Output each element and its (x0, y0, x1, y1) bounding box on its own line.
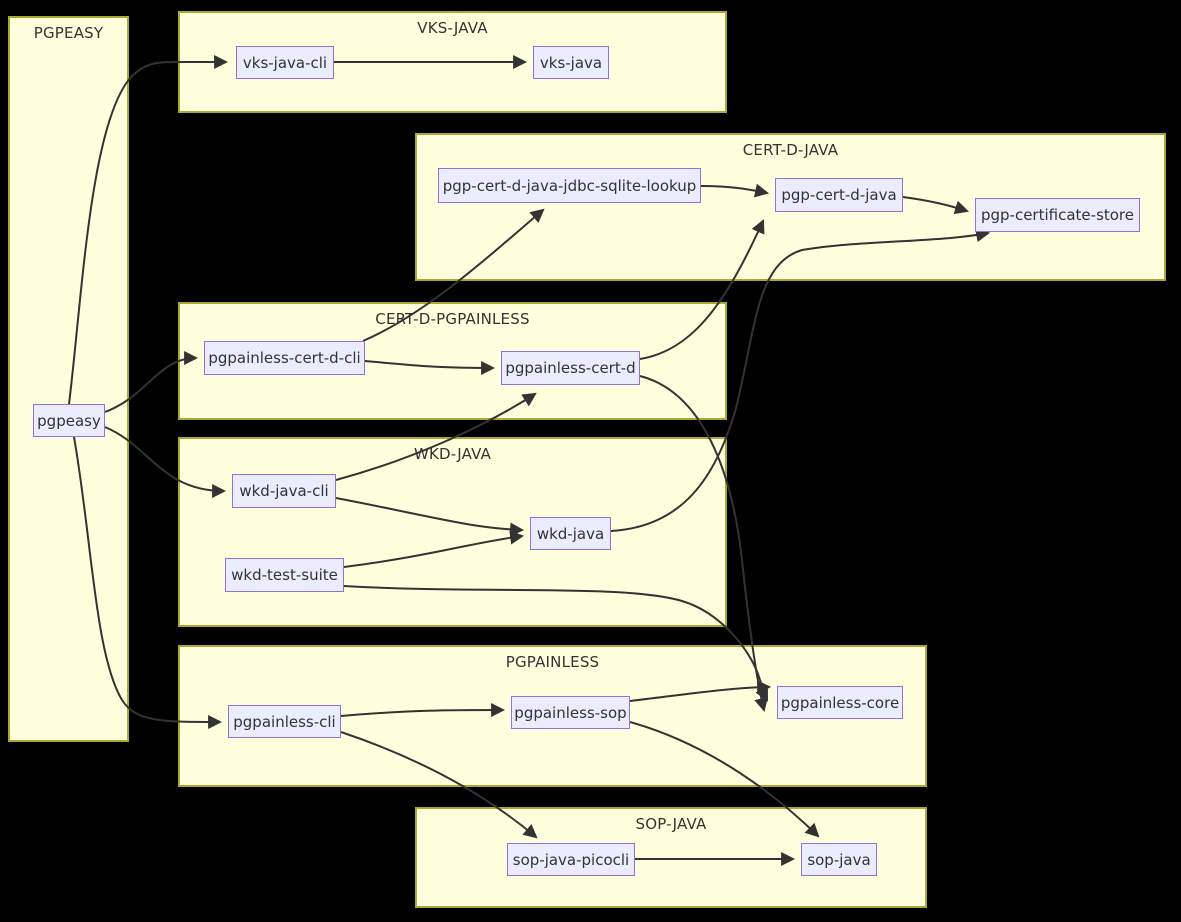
node-pgpainless-cert-d-cli: pgpainless-cert-d-cli (204, 341, 365, 375)
edge-jdbc-lookup-to-pgp-cert-d-java (700, 183, 770, 198)
group-cert-d-java-title: CERT-D-JAVA (742, 141, 839, 159)
node-wkd-java: wkd-java (530, 517, 611, 550)
edge-pgpeasy-to-pgpainless-cert-d-cli (104, 351, 199, 413)
node-wkd-java-cli: wkd-java-cli (232, 474, 336, 508)
group-pgpeasy-title: PGPEASY (33, 24, 104, 42)
group-pgpeasy: PGPEASY (8, 16, 129, 742)
edge-wkd-java-cli-to-pgpainless-cert-d (335, 392, 537, 481)
edge-pgpainless-cert-d-to-pgp-cert-d-java (639, 219, 765, 360)
node-sop-java-picocli: sop-java-picocli (507, 843, 635, 876)
node-pgp-cert-d-java-jdbc-sqlite-lookup: pgp-cert-d-java-jdbc-sqlite-lookup (438, 168, 701, 203)
edge-wkd-java-cli-to-wkd-java (335, 497, 525, 537)
node-pgpainless-cert-d: pgpainless-cert-d (501, 351, 640, 385)
edge-pgpainless-cert-d-cli-to-pgpainless-cert-d (364, 360, 496, 375)
node-pgpainless-core: pgpainless-core (777, 686, 903, 719)
node-vks-java-cli: vks-java-cli (236, 46, 334, 79)
node-pgp-cert-d-java: pgp-cert-d-java (775, 178, 903, 212)
group-pgpainless-title: PGPAINLESS (505, 653, 600, 671)
edge-pgpeasy-to-vks-java-cli (68, 55, 229, 405)
group-cert-d-pgpainless-title: CERT-D-PGPAINLESS (375, 310, 530, 328)
edge-pgpainless-sop-to-pgpainless-core (629, 680, 772, 702)
edge-pgpainless-cert-d-cli-to-jdbc-lookup (362, 208, 545, 342)
group-sop-java-title: SOP-JAVA (635, 815, 707, 833)
group-wkd-java-title: WKD-JAVA (413, 445, 492, 463)
group-vks-java-title: VKS-JAVA (417, 19, 488, 37)
group-wkd-java: WKD-JAVA (178, 437, 727, 627)
node-pgpeasy: pgpeasy (33, 404, 105, 437)
node-pgpainless-sop: pgpainless-sop (511, 696, 630, 729)
edge-pgpainless-cli-to-pgpainless-sop (340, 703, 506, 718)
node-wkd-test-suite: wkd-test-suite (225, 558, 344, 592)
node-sop-java: sop-java (801, 843, 877, 876)
edge-wkd-test-suite-to-pgpainless-core (343, 585, 768, 702)
edge-pgpainless-sop-to-sop-java (629, 721, 820, 838)
node-pgp-certificate-store: pgp-certificate-store (975, 198, 1140, 232)
node-vks-java: vks-java (533, 46, 609, 79)
edge-wkd-test-suite-to-wkd-java (343, 530, 525, 568)
edge-pgpainless-cli-to-sop-java-picocli (340, 731, 538, 839)
edge-pgpeasy-to-wkd-java-cli (104, 426, 227, 498)
node-pgpainless-cli: pgpainless-cli (228, 705, 341, 738)
edge-wkd-java-to-pgp-certificate-store (610, 228, 991, 532)
edge-pgpeasy-to-pgpainless-cli (73, 436, 223, 729)
edge-pgpainless-cert-d-to-pgpainless-core (639, 375, 768, 713)
edge-pgp-cert-d-java-to-pgp-certificate-store (902, 196, 970, 215)
